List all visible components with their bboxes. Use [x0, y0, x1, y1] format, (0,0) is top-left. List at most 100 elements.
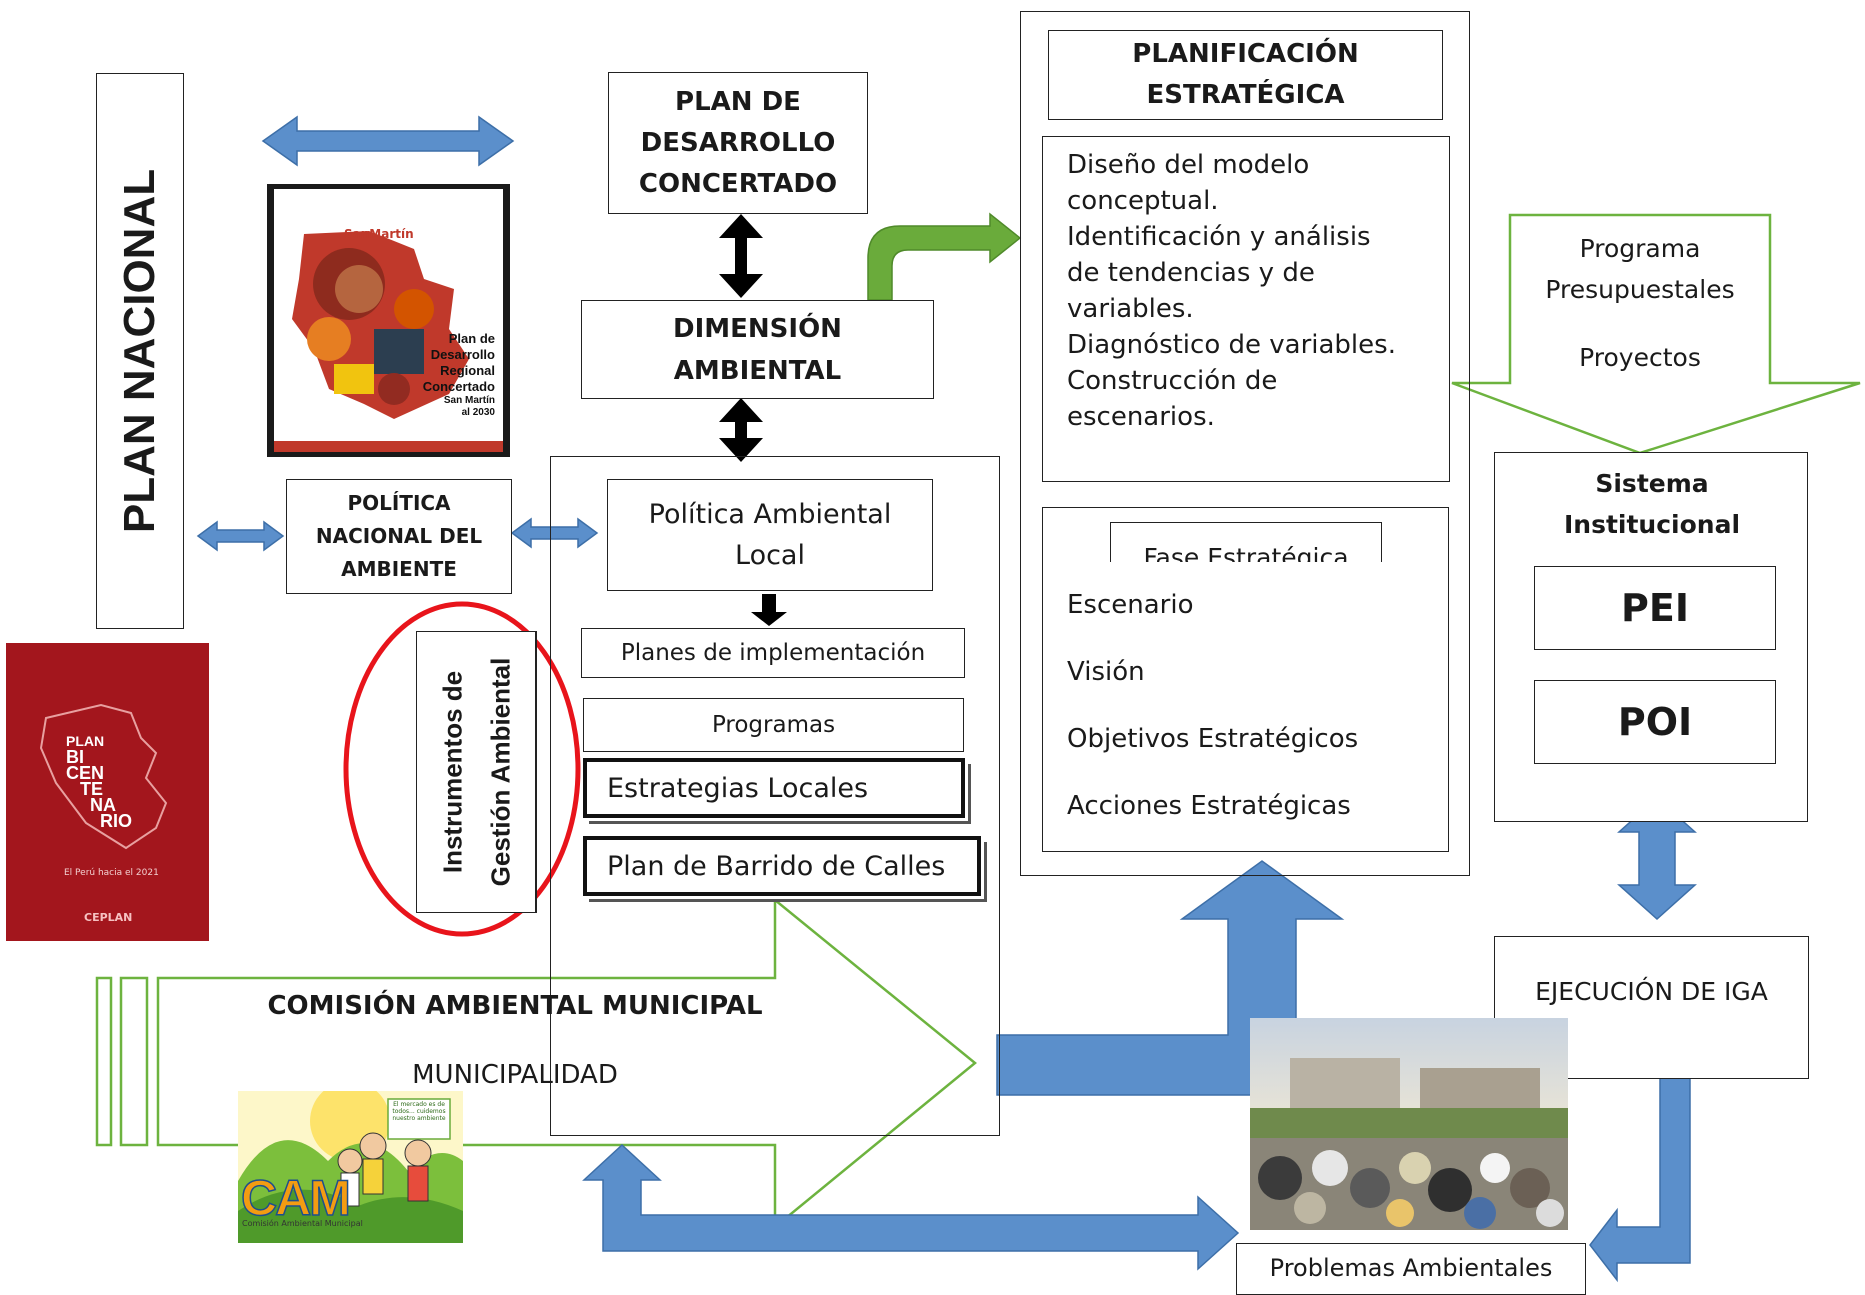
blue-double-arrow-middle [510, 517, 599, 549]
cam-logo-caption: Comisión Ambiental Municipal [242, 1219, 363, 1228]
planificacion-item: variables. [1067, 294, 1194, 324]
politica-local-line2: Local [735, 540, 805, 571]
sistema-line2: Institucional [1563, 510, 1741, 539]
comision-subtitle: MUNICIPALIDAD [412, 1060, 618, 1090]
politica-nacional-box: POLÍTICA NACIONAL DEL AMBIENTE [286, 479, 512, 594]
planes-implementacion-box: Planes de implementación [581, 628, 965, 678]
pei-box: PEI [1534, 566, 1776, 650]
estrategias-locales-label: Estrategias Locales [607, 772, 869, 804]
problemas-ambientales-box: Problemas Ambientales [1236, 1243, 1586, 1295]
planificacion-title-line2: ESTRATÉGICA [1146, 80, 1345, 110]
sanmartin-cover-title: Plan de Desarrollo Regional Concertado S… [423, 331, 495, 419]
cam-logo-sign: El mercado es de todos... cuidemos nuest… [392, 1101, 446, 1122]
plan-desarrollo-line1: PLAN DE [675, 86, 801, 117]
problemas-ambientales-label: Problemas Ambientales [1269, 1254, 1553, 1282]
sistema-institucional-title: Sistema Institucional [1495, 463, 1809, 545]
sistema-line1: Sistema [1595, 469, 1709, 498]
planificacion-list-box: Diseño del modelo conceptual. Identifica… [1042, 136, 1450, 482]
black-double-arrow-upper [719, 214, 763, 298]
fase-estrategica-box: Fase Estratégica Escenario Visión Objeti… [1042, 507, 1449, 852]
instrumentos-label: Instrumentos de Gestión Ambiental [428, 658, 524, 887]
planificacion-item: Construcción de [1067, 366, 1278, 396]
poi-label: POI [1617, 700, 1693, 744]
ejecucion-iga-box: EJECUCIÓN DE IGA [1494, 936, 1809, 1079]
programa-line3: Proyectos [1579, 343, 1701, 372]
bicentenario-line: BI [66, 747, 84, 767]
sanmartin-cover-page: SanMartín Plan de Desarrollo Regional Co… [274, 189, 503, 452]
blue-elbow-arrow-down [1589, 1074, 1691, 1283]
fase-item-acciones: Acciones Estratégicas [1067, 791, 1351, 821]
instrumentos-box: Instrumentos de Gestión Ambiental [416, 631, 537, 913]
politica-local-box: Política Ambiental Local [607, 479, 933, 591]
programa-green-arrow [1451, 213, 1861, 455]
sanmartin-title-line: al 2030 [461, 407, 495, 418]
sistema-institucional-box: Sistema Institucional PEI POI [1494, 452, 1808, 822]
bicentenario-line: TE [80, 779, 104, 799]
dimension-ambiental-line2: AMBIENTAL [673, 355, 842, 386]
bicentenario-caption: El Perú hacia el 2021 [64, 868, 159, 878]
bicentenario-peru-outline [39, 703, 168, 850]
sanmartin-brand: SanMartín [344, 227, 414, 241]
planes-implementacion-label: Planes de implementación [620, 640, 926, 666]
sanmartin-title-line: Concertado [422, 379, 495, 394]
planificacion-title-box: PLANIFICACIÓN ESTRATÉGICA [1048, 30, 1443, 120]
plan-desarrollo-line2: DESARROLLO [640, 127, 836, 158]
sanmartin-cover-art [274, 231, 503, 452]
sanmartin-title-line: San Martín [443, 395, 495, 406]
black-down-arrow [751, 594, 787, 626]
blue-u-arrow-bottom [582, 1143, 1240, 1271]
blue-double-arrow-top [261, 115, 515, 167]
instrumentos-line2: Gestión Ambiental [485, 657, 516, 887]
blue-double-arrow-left [196, 520, 285, 552]
comision-bar-1 [95, 976, 113, 1147]
bicentenario-line: RIO [100, 811, 133, 831]
planificacion-item: Diagnóstico de variables. [1067, 330, 1396, 360]
dimension-ambiental-line1: DIMENSIÓN [673, 313, 842, 344]
politica-local-line1: Política Ambiental [648, 499, 892, 530]
planificacion-item: Diseño del modelo [1067, 150, 1310, 180]
politica-nacional-line2: NACIONAL DEL [315, 524, 483, 548]
planificacion-item: de tendencias y de [1067, 258, 1315, 288]
ceplan-logo: CEPLAN [84, 911, 133, 924]
plan-barrido-box: Plan de Barrido de Calles [583, 836, 981, 896]
plan-desarrollo-box: PLAN DE DESARROLLO CONCERTADO [608, 72, 868, 214]
politica-nacional-line3: AMBIENTE [341, 557, 457, 581]
planificacion-title-line1: PLANIFICACIÓN [1132, 39, 1359, 69]
green-elbow-arrow [867, 212, 1022, 301]
fase-estrategica-title: Fase Estratégica [1143, 543, 1349, 562]
plan-desarrollo-line3: CONCERTADO [638, 168, 838, 199]
poi-box: POI [1534, 680, 1776, 764]
programa-line1: Programa [1579, 234, 1701, 263]
sanmartin-title-line: Plan de [448, 331, 495, 346]
cam-logo: El mercado es de todos... cuidemos nuest… [238, 1091, 463, 1243]
dimension-ambiental-box: DIMENSIÓN AMBIENTAL [581, 300, 934, 399]
plan-barrido-label: Plan de Barrido de Calles [607, 850, 946, 882]
bicentenario-line: CEN [66, 763, 105, 783]
municipal-container [550, 456, 1000, 1136]
fase-item-escenario: Escenario [1067, 590, 1194, 620]
sanmartin-title-line: Regional [440, 363, 495, 378]
ejecucion-iga-label: EJECUCIÓN DE IGA [1535, 977, 1768, 1006]
sanmartin-title-line: Desarrollo [430, 347, 495, 362]
planificacion-container [1020, 11, 1470, 876]
planificacion-item: conceptual. [1067, 186, 1219, 216]
plan-nacional-box: PLAN NACIONAL [96, 73, 184, 629]
bicentenario-line: PLAN [66, 733, 105, 749]
programas-label: Programas [711, 712, 836, 738]
blue-double-arrow-vertical [1617, 796, 1697, 921]
fase-item-vision: Visión [1067, 657, 1145, 687]
bicentenario-line: NA [90, 795, 116, 815]
politica-nacional-line1: POLÍTICA [347, 491, 451, 515]
instrumentos-line1: Instrumentos de [437, 670, 468, 874]
programa-presupuestales-label: Programa Presupuestales Proyectos [1510, 228, 1770, 378]
planificacion-list: Diseño del modelo conceptual. Identifica… [1067, 147, 1396, 435]
fase-item-objetivos: Objetivos Estratégicos [1067, 724, 1359, 754]
plan-nacional-label: PLAN NACIONAL [115, 168, 165, 534]
programa-line2: Presupuestales [1545, 275, 1735, 304]
red-highlight-ellipse [343, 601, 581, 937]
cam-logo-art [238, 1091, 463, 1243]
comision-bar-2 [119, 976, 149, 1147]
programas-box: Programas [583, 698, 964, 752]
black-double-arrow-lower [719, 398, 763, 462]
